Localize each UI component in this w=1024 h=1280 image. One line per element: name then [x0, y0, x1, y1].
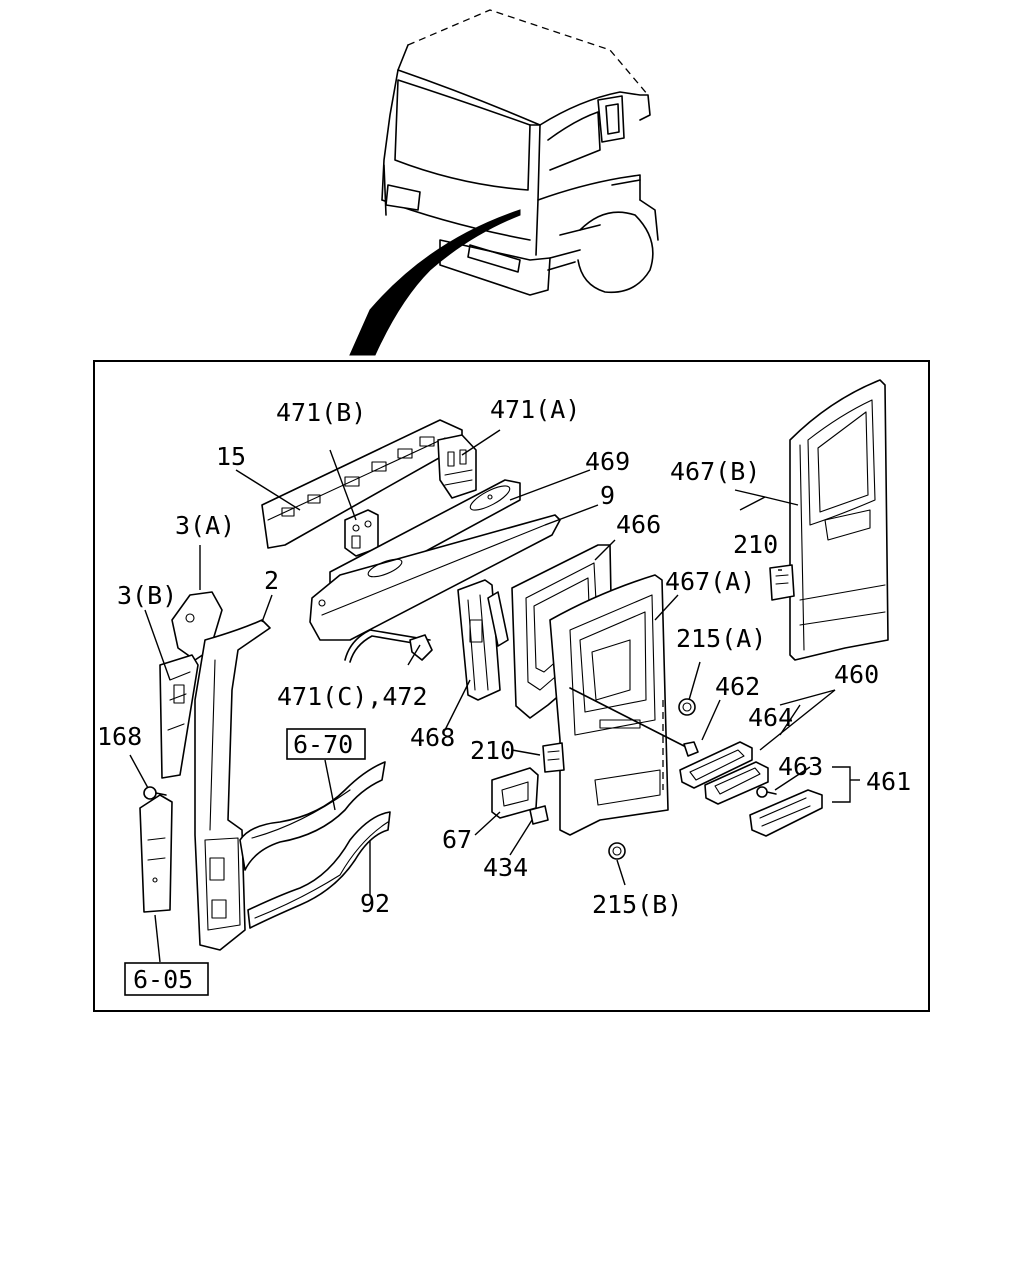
part-number-labels: 471(B) 471(A) 15 469 467(B) 9 466 3(A) 2…	[97, 395, 911, 919]
part-434-clip	[529, 805, 549, 825]
part-467b-panel	[789, 379, 889, 661]
label-466: 466	[616, 510, 661, 539]
part-15-roof-rail	[261, 419, 463, 549]
part-bolt-link	[569, 687, 699, 757]
label-464: 464	[748, 703, 793, 732]
label-210-upper: 210	[733, 530, 778, 559]
part-464-lamp-housing	[704, 761, 769, 805]
label-168: 168	[97, 722, 142, 751]
label-462: 462	[715, 672, 760, 701]
ref-6-05-part	[139, 794, 173, 913]
part-461-lens	[749, 789, 823, 837]
label-471b: 471(B)	[276, 398, 366, 427]
ref-label-6-05: 6-05	[133, 965, 193, 994]
label-468: 468	[410, 723, 455, 752]
part-471b-bracket	[344, 509, 379, 557]
leader-lines	[129, 429, 860, 963]
label-467a: 467(A)	[665, 567, 755, 596]
label-3b: 3(B)	[117, 581, 177, 610]
label-434: 434	[483, 853, 528, 882]
part-215a-nut	[678, 698, 696, 716]
part-215b-nut	[608, 842, 626, 860]
label-471c-472: 471(C),472	[277, 682, 428, 711]
part-92-rail	[247, 811, 391, 929]
label-471a: 471(A)	[490, 395, 580, 424]
label-469: 469	[585, 447, 630, 476]
label-215a: 215(A)	[676, 624, 766, 653]
detail-frame	[93, 360, 930, 1012]
part-210-upper-clip	[769, 564, 795, 601]
label-92: 92	[360, 889, 390, 918]
part-2-pillar	[194, 619, 271, 951]
label-463: 463	[778, 752, 823, 781]
part-467a-panel	[549, 574, 669, 836]
label-215b: 215(B)	[592, 890, 682, 919]
label-9: 9	[600, 481, 615, 510]
label-2: 2	[264, 566, 279, 595]
label-67: 67	[442, 825, 472, 854]
label-460: 460	[834, 660, 879, 689]
label-467b: 467(B)	[670, 457, 760, 486]
part-9-panel	[309, 514, 561, 641]
part-168-bolt	[143, 786, 167, 800]
ref-6-70-part	[239, 761, 386, 871]
ref-label-6-70: 6-70	[293, 730, 353, 759]
part-3b-bracket	[159, 654, 199, 779]
label-461: 461	[866, 767, 911, 796]
label-3a: 3(A)	[175, 511, 235, 540]
truck-overview-illustration	[349, 9, 659, 356]
part-210-lower-clip	[542, 742, 565, 773]
part-471c-strip	[344, 629, 433, 663]
part-468-pillar	[457, 579, 509, 701]
part-462-gasket	[679, 741, 753, 789]
part-471a-bracket	[437, 434, 477, 499]
ref-box-6-70[interactable]: 6-70	[286, 728, 366, 760]
ref-box-6-05[interactable]: 6-05	[124, 962, 209, 996]
label-210-lower: 210	[470, 736, 515, 765]
part-463-screw	[756, 786, 777, 798]
label-15: 15	[216, 442, 246, 471]
